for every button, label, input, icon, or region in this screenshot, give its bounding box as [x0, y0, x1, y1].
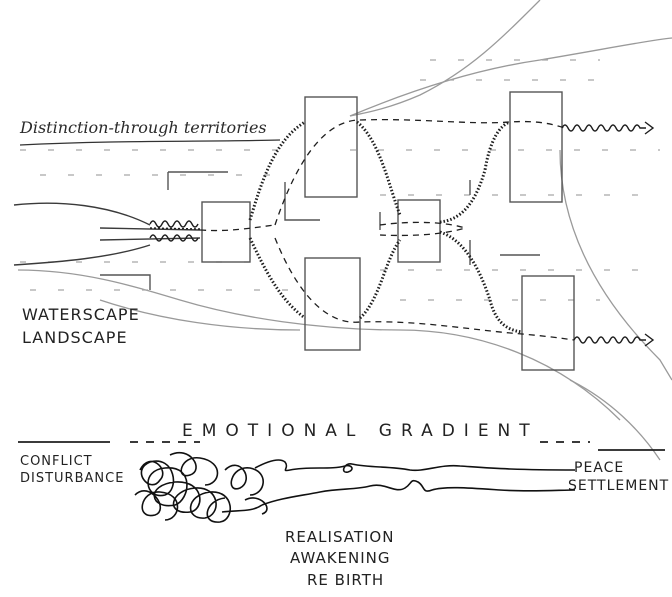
emotional-scribble [134, 452, 576, 523]
emotional-gradient-title: EMOTIONAL GRADIENT [182, 421, 539, 441]
territories-underline [19, 139, 281, 146]
ground-dash-lines [20, 59, 660, 301]
conflict-label: CONFLICT [20, 454, 93, 469]
settlement-label: SETTLEMENT [568, 478, 669, 494]
territories-label: Distinction-through territories [19, 118, 267, 137]
emotional-gradient-bar [18, 441, 665, 451]
landscape-contours [17, 0, 672, 461]
peace-label: PEACE [574, 460, 624, 476]
disturbance-label: DISTURBANCE [20, 471, 124, 486]
territory-blocks [100, 91, 575, 371]
realisation-label: REALISATION [285, 528, 394, 546]
landscape-label: LANDSCAPE [22, 328, 128, 347]
waterscape-label: WATERSCAPE [22, 305, 140, 324]
flow-springs [149, 120, 655, 347]
flow-dashed-paths [199, 118, 575, 341]
awakening-label: AWAKENING [290, 549, 391, 567]
waterscape-channel [13, 202, 201, 266]
rebirth-label: RE BIRTH [307, 571, 384, 589]
